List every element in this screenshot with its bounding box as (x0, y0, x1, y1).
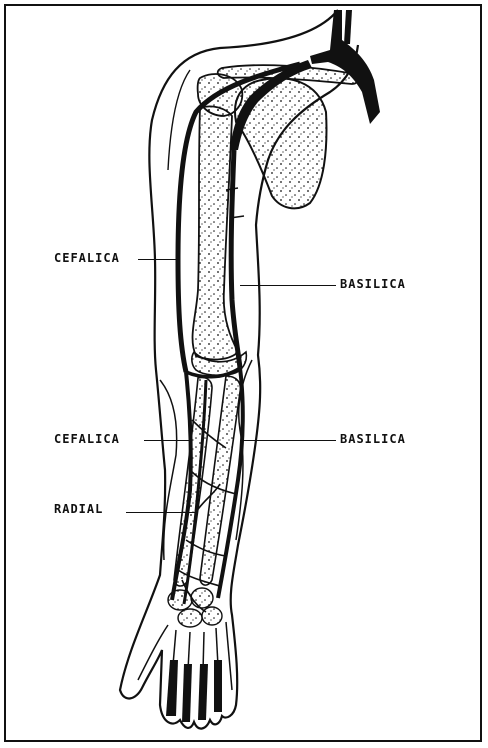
leader-cefalica-upper (138, 259, 180, 260)
label-cefalica-upper: CEFALICA (54, 251, 120, 265)
leader-basilica-upper (240, 285, 336, 286)
jugular-vein (344, 10, 352, 44)
finger-veins (166, 660, 222, 722)
label-cefalica-lower: CEFALICA (54, 432, 120, 446)
label-basilica-lower: BASILICA (340, 432, 406, 446)
label-radial: RADIAL (54, 502, 103, 516)
carpal-bones (168, 588, 222, 627)
leader-cefalica-lower (144, 440, 190, 441)
shoulder-contour (168, 70, 190, 170)
label-basilica-upper: BASILICA (340, 277, 406, 291)
leader-basilica-lower (244, 440, 336, 441)
basilic-vein-upper (231, 150, 240, 368)
leader-radial (126, 512, 196, 513)
